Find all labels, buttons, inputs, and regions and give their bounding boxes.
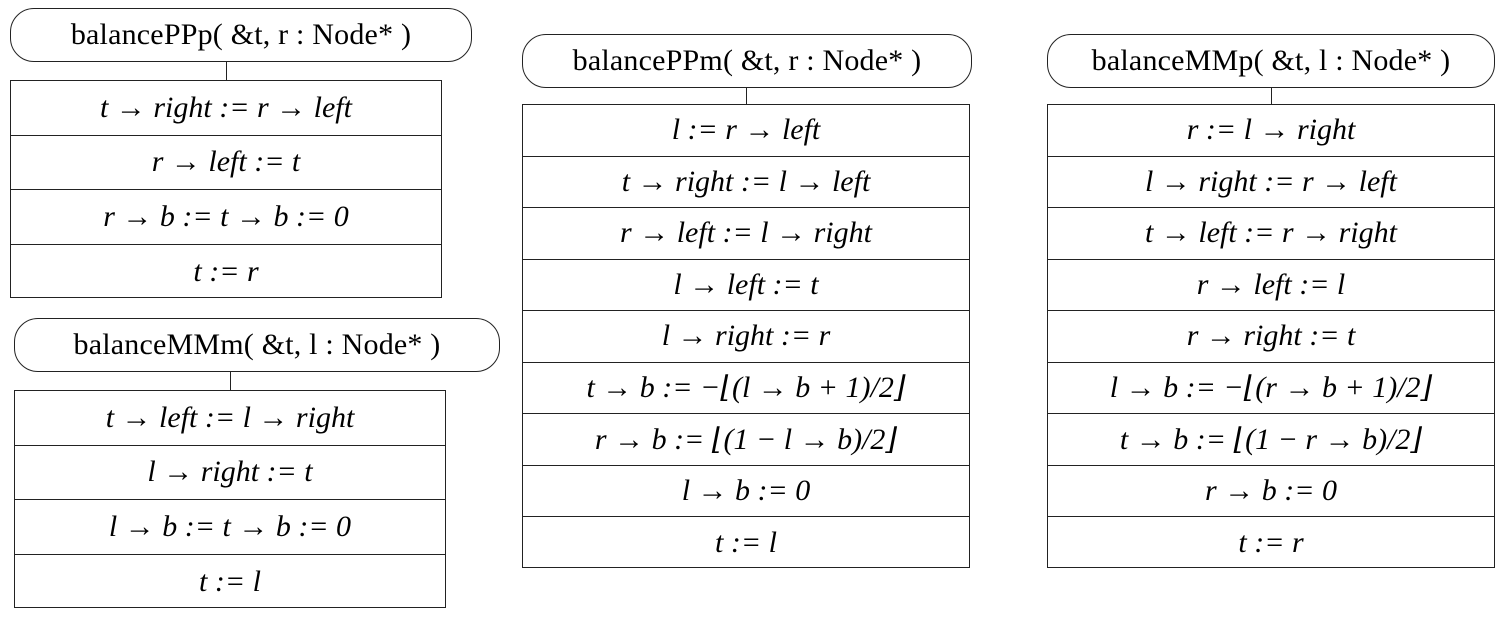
statement-row: l → right := t: [15, 446, 445, 500]
statement-row: t → b := −⌊(l → b + 1)/2⌋: [523, 363, 969, 414]
statement-row: t → right := l → left: [523, 157, 969, 208]
procedure-header: balancePPp( &t, r : Node* ): [10, 8, 472, 62]
statement-block: t → right := r → left r → left := t r → …: [10, 80, 442, 298]
statement-row: r → left := l → right: [523, 208, 969, 260]
statement-row: l → b := −⌊(r → b + 1)/2⌋: [1048, 363, 1494, 414]
procedure-name: balanceMMp(: [1091, 44, 1264, 77]
statement-row: r → b := ⌊(1 − l → b)/2⌋: [523, 414, 969, 466]
procedure-params: &t, r : Node* ): [740, 44, 922, 77]
procedure-header: balanceMMm( &t, l : Node* ): [14, 318, 500, 372]
procedure-name: balancePPp(: [70, 18, 223, 51]
statement-row: t := l: [715, 525, 777, 559]
procedure-name: balancePPm(: [572, 44, 734, 77]
connector-line: [746, 88, 747, 104]
connector-line: [226, 62, 227, 80]
statement-row: t → b := ⌊(1 − r → b)/2⌋: [1048, 414, 1494, 466]
statement-row: r → b := t → b := 0: [11, 190, 441, 245]
statement-row: t := r: [1238, 525, 1304, 559]
statement-row: r → b := 0: [1048, 466, 1494, 517]
statement-row: t := l: [199, 564, 261, 598]
connector-line: [230, 372, 231, 390]
statement-row: t → left := l → right: [15, 391, 445, 446]
statement-row: t := r: [193, 254, 259, 288]
statement-row: l → b := t → b := 0: [15, 500, 445, 555]
statement-row: l → b := 0: [523, 466, 969, 517]
statement-row: l → right := r: [523, 311, 969, 363]
statement-block: r := l → right l → right := r → left t →…: [1047, 104, 1495, 568]
procedure-header: balancePPm( &t, r : Node* ): [522, 34, 972, 88]
procedure-params: &t, l : Node* ): [1271, 44, 1451, 77]
statement-row: l → left := t: [523, 260, 969, 311]
statement-row: t → left := r → right: [1048, 208, 1494, 260]
statement-block: l := r → left t → right := l → left r → …: [522, 104, 970, 568]
statement-row: l → right := r → left: [1048, 157, 1494, 208]
statement-row: r → left := t: [11, 136, 441, 190]
statement-row: l := r → left: [523, 105, 969, 157]
procedure-header: balanceMMp( &t, l : Node* ): [1047, 34, 1495, 88]
statement-row: r → left := l: [1048, 260, 1494, 311]
statement-row: t → right := r → left: [11, 81, 441, 136]
statement-block: t → left := l → right l → right := t l →…: [14, 390, 446, 608]
procedure-params: &t, r : Node* ): [230, 18, 412, 51]
statement-row: r := l → right: [1048, 105, 1494, 157]
procedure-params: &t, l : Node* ): [261, 328, 441, 361]
connector-line: [1271, 88, 1272, 104]
statement-row: r → right := t: [1048, 311, 1494, 363]
procedure-name: balanceMMm(: [73, 328, 254, 361]
